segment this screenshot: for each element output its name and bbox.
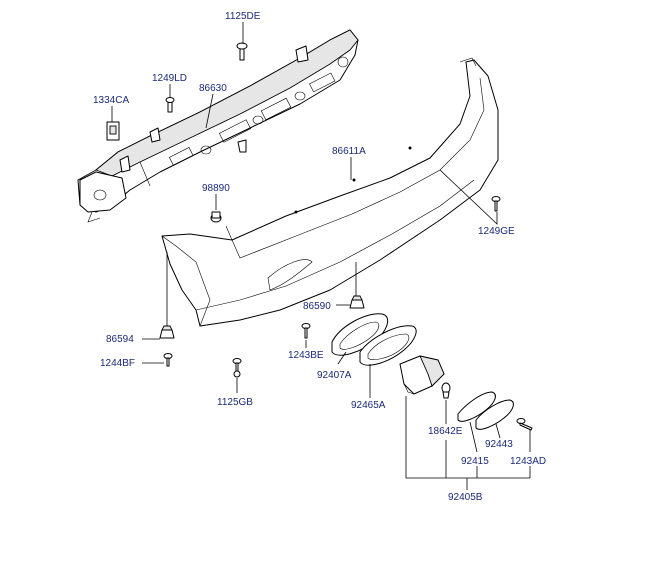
screw-1249GE bbox=[491, 196, 501, 212]
bezel-92407A bbox=[331, 313, 389, 356]
label-86630: 86630 bbox=[199, 83, 227, 94]
leader-lines bbox=[111, 22, 531, 490]
bolt-1244BF bbox=[163, 353, 173, 367]
gasket-92443 bbox=[475, 399, 514, 430]
clip-98890 bbox=[210, 211, 222, 223]
label-1249GE: 1249GE bbox=[478, 226, 515, 237]
lamp-housing bbox=[399, 355, 445, 395]
label-86590: 86590 bbox=[303, 301, 331, 312]
label-92465A: 92465A bbox=[351, 400, 386, 411]
label-1244BF: 1244BF bbox=[100, 358, 135, 369]
part-labels: 1125DE 1249LD 86630 1334CA 86611A 98890 … bbox=[93, 11, 546, 503]
bumper-beam bbox=[77, 29, 359, 223]
clip-86590 bbox=[349, 295, 365, 309]
clip-1334CA bbox=[106, 121, 120, 141]
clip-86594 bbox=[159, 325, 175, 339]
label-92405B: 92405B bbox=[448, 492, 483, 503]
label-1243AD: 1243AD bbox=[510, 456, 546, 467]
bolt-1125GB bbox=[232, 358, 242, 378]
bolt-1125DE bbox=[236, 42, 248, 61]
label-1125DE: 1125DE bbox=[225, 11, 261, 22]
label-1334CA: 1334CA bbox=[93, 95, 129, 106]
label-1125GB: 1125GB bbox=[217, 397, 253, 408]
lens-92415 bbox=[457, 391, 496, 422]
label-92407A: 92407A bbox=[317, 370, 352, 381]
label-1243BE: 1243BE bbox=[288, 350, 324, 361]
label-86611A: 86611A bbox=[332, 146, 366, 157]
bolt-1249LD bbox=[165, 97, 175, 113]
label-18642E: 18642E bbox=[428, 426, 463, 437]
label-86594: 86594 bbox=[106, 334, 134, 345]
label-1249LD: 1249LD bbox=[152, 73, 187, 84]
label-92443: 92443 bbox=[485, 439, 513, 450]
bulb-18642E bbox=[441, 382, 451, 399]
screw-1243AD bbox=[516, 418, 533, 431]
label-92415: 92415 bbox=[461, 456, 489, 467]
bolt-1243BE bbox=[301, 323, 311, 339]
label-98890: 98890 bbox=[202, 183, 230, 194]
gasket-92465A bbox=[359, 325, 417, 366]
bumper-cover bbox=[161, 57, 499, 327]
